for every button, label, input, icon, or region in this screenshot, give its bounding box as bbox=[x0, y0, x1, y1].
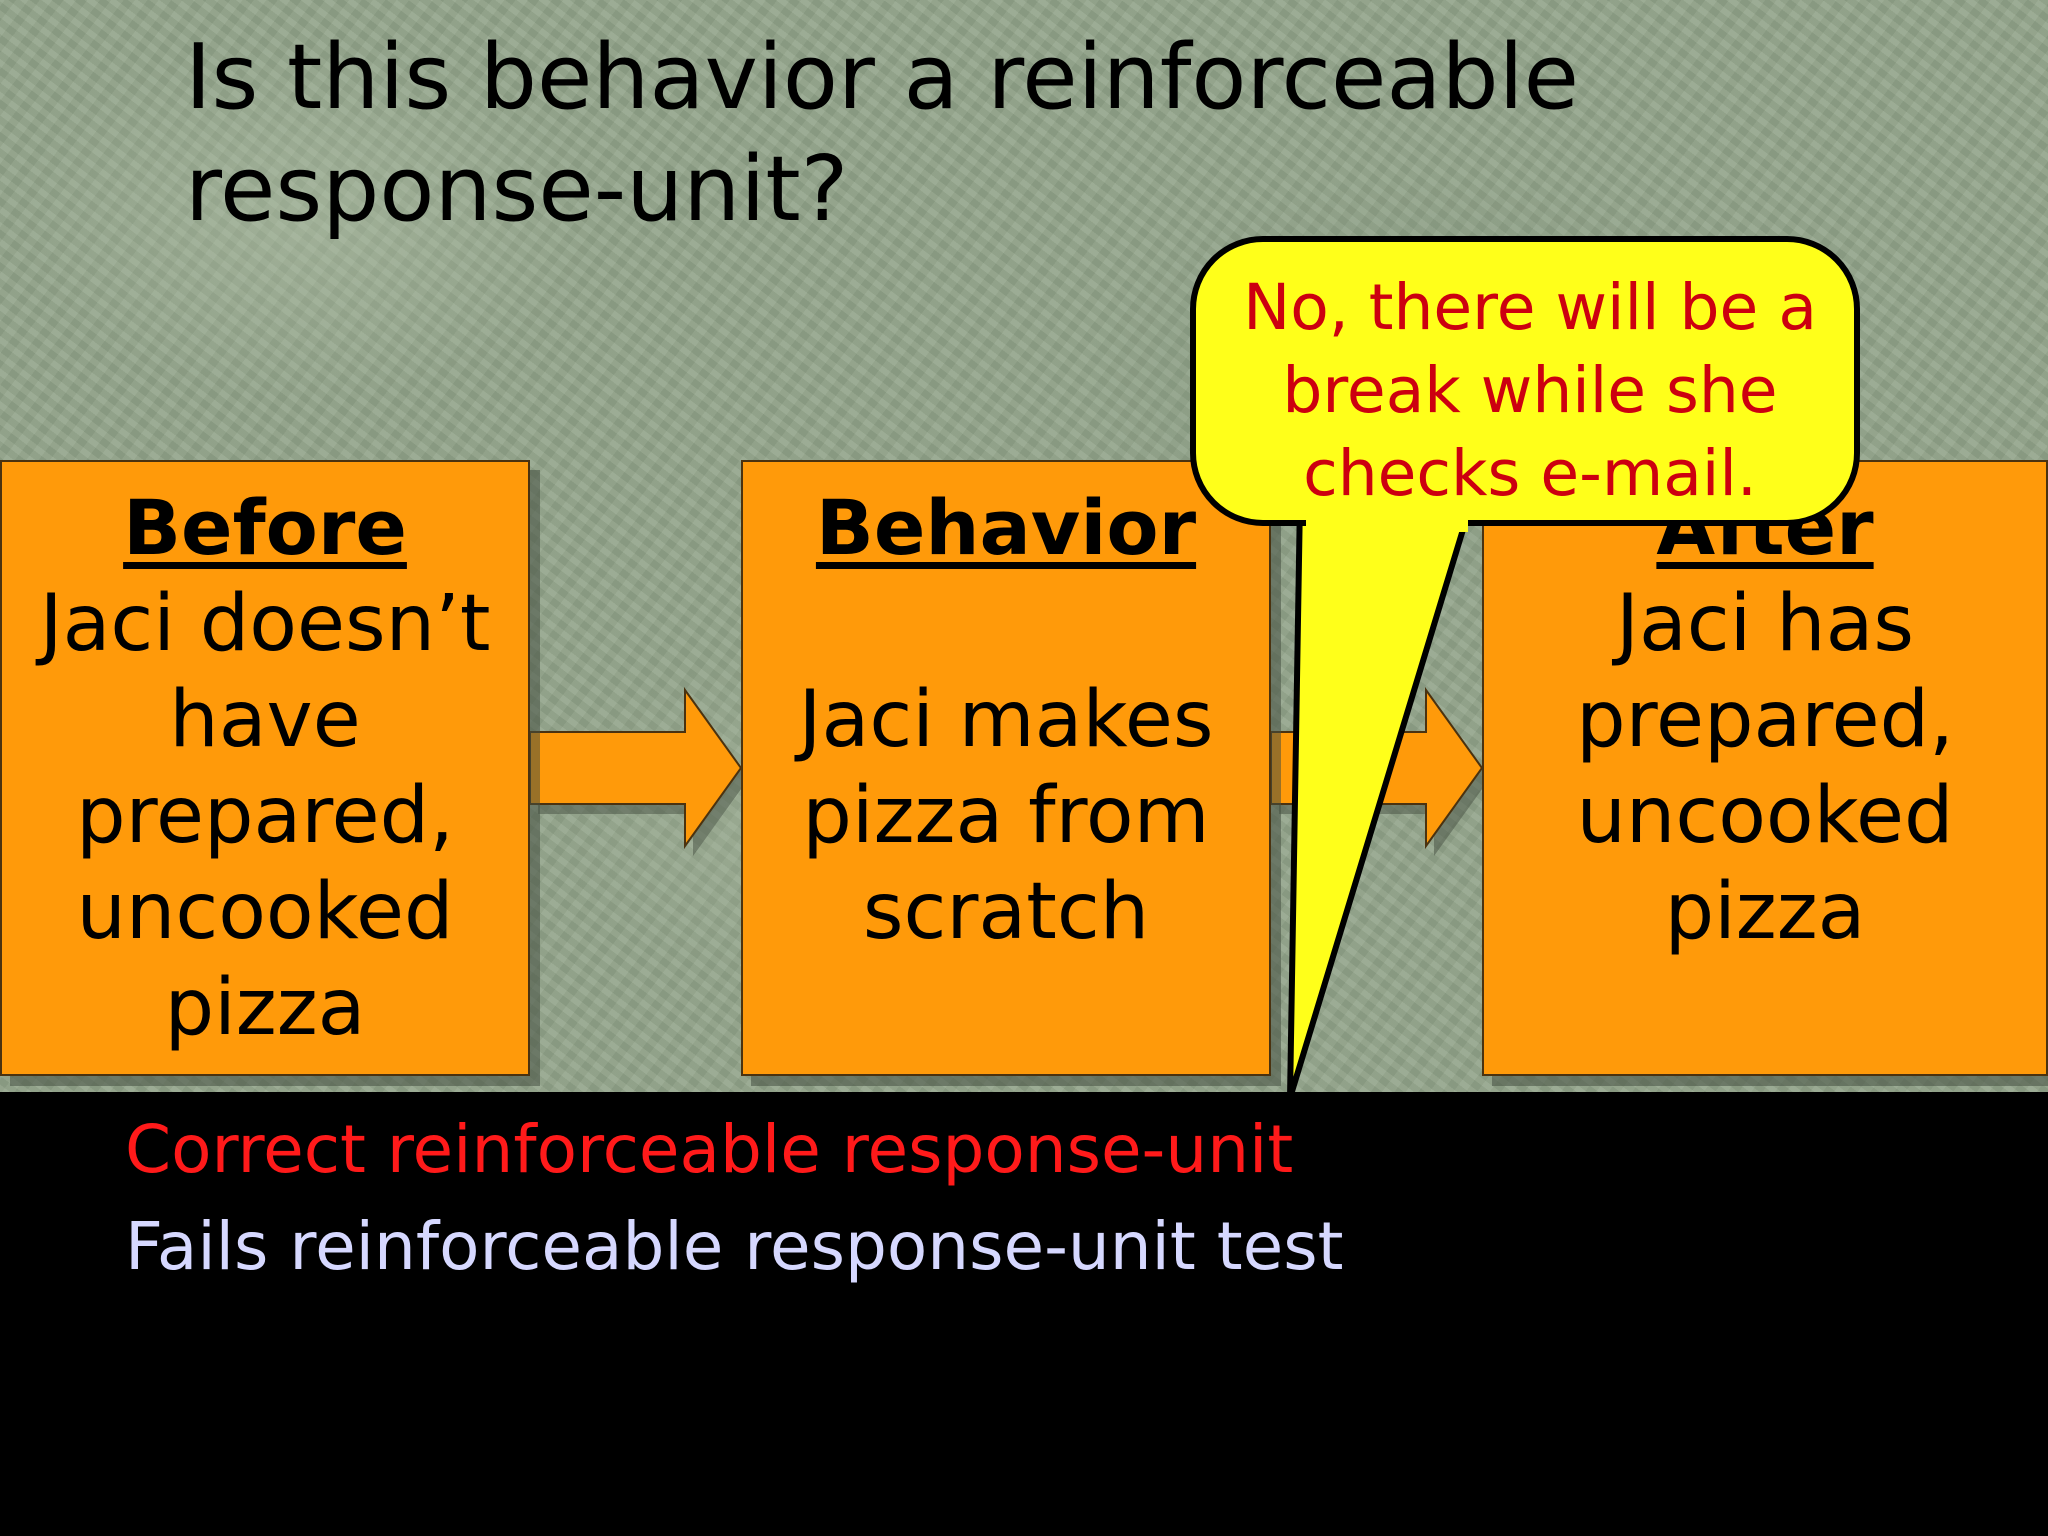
answer-fails: Fails reinforceable response-unit test bbox=[125, 1208, 1344, 1285]
before-box: Before Jaci doesn’t have prepared, uncoo… bbox=[0, 460, 530, 1076]
behavior-body: Jaci makes pizza from scratch bbox=[798, 675, 1214, 957]
behavior-heading: Behavior bbox=[815, 483, 1197, 572]
callout-bubble bbox=[1190, 236, 1860, 532]
arrow-before-to-behavior bbox=[529, 686, 749, 856]
after-box: After Jaci has prepared, uncooked pizza bbox=[1482, 460, 2048, 1076]
slide-title: Is this behavior a reinforceable respons… bbox=[185, 25, 1579, 242]
callout-text: No, there will be a break while she chec… bbox=[1243, 271, 1817, 510]
behavior-box: Behavior Jaci makes pizza from scratch bbox=[741, 460, 1271, 1076]
before-heading: Before bbox=[123, 483, 407, 572]
answer-correct: Correct reinforceable response-unit bbox=[125, 1111, 1294, 1188]
after-body: Jaci has prepared, uncooked pizza bbox=[1576, 579, 1954, 957]
before-body: Jaci doesn’t have prepared, uncooked piz… bbox=[39, 579, 491, 1053]
arrow-behavior-to-after bbox=[1270, 686, 1490, 856]
